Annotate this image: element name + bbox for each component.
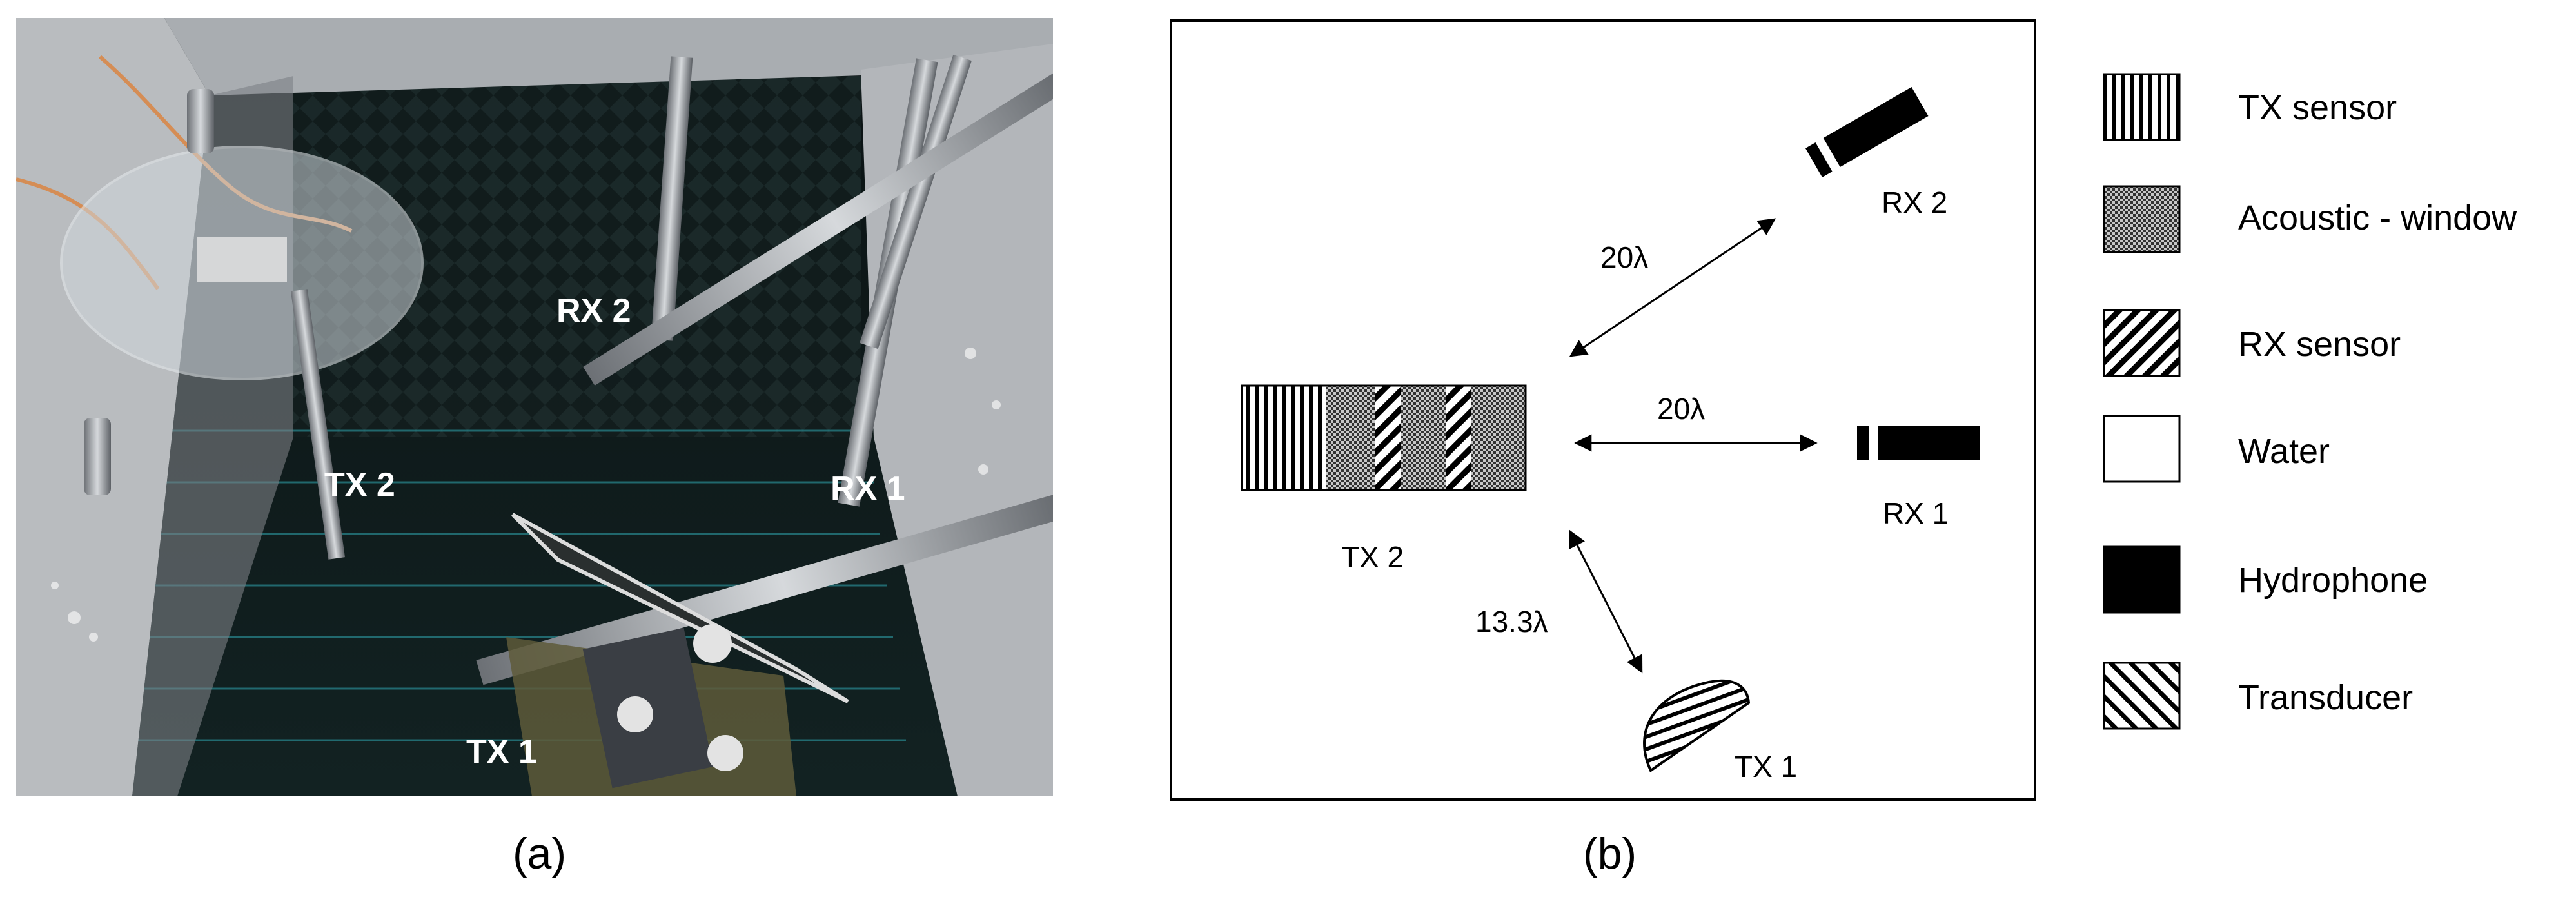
legend-swatch-tx-sensor: [2103, 73, 2181, 141]
diagram-label-tx1: TX 1: [1735, 750, 1797, 783]
tx1-mount: [582, 624, 743, 789]
legend-label-hydrophone: Hydrophone: [2238, 561, 2428, 600]
caption-b: (b): [1583, 829, 1637, 878]
photo-label-rx1: RX 1: [831, 470, 905, 507]
legend-label-water: Water: [2238, 432, 2330, 471]
disc-center-plate: [197, 237, 287, 282]
top-frame: [164, 18, 1053, 95]
caption-a: (a): [513, 829, 567, 878]
clamp-left: [84, 418, 111, 495]
legend-label-acoustic-window: Acoustic - window: [2238, 199, 2517, 237]
legend-label-rx-sensor: RX sensor: [2238, 325, 2401, 364]
rx1-hydrophone: [1857, 426, 1980, 460]
photo-panel: RX 2 TX 2 RX 1 TX 1: [16, 18, 1053, 796]
arrow-tx2-rx2: [1569, 218, 1776, 357]
tx1-transducer: [1643, 679, 1751, 772]
distance-label-rx2: 20λ: [1600, 241, 1648, 274]
tx2-sensor: [1241, 384, 1527, 491]
rx2-hydrophone: [1805, 87, 1929, 178]
legend-swatch-rx-sensor: [2103, 309, 2181, 377]
legend-swatch-hydrophone: [2103, 545, 2181, 614]
arrow-tx2-tx1: [1569, 529, 1643, 674]
bar-upper: [583, 59, 1053, 386]
legend: TX sensor Acoustic - window RX sensor Wa…: [2103, 73, 2517, 730]
legend-swatch-acoustic-window: [2103, 185, 2181, 253]
rod-tx2: [290, 289, 346, 560]
photo-label-tx2: TX 2: [324, 466, 395, 504]
diagram-label-tx2: TX 2: [1341, 540, 1404, 574]
diagram-label-rx1: RX 1: [1883, 496, 1949, 530]
distance-label-rx1: 20λ: [1657, 392, 1705, 426]
legend-label-tx-sensor: TX sensor: [2238, 88, 2397, 127]
water-droplets: [51, 348, 1001, 642]
tank-photo: [16, 18, 1053, 796]
diagram-label-rx2: RX 2: [1882, 186, 1947, 219]
legend-swatch-water: [2103, 415, 2181, 483]
photo-label-tx1: TX 1: [466, 733, 537, 771]
legend-label-transducer: Transducer: [2238, 678, 2413, 717]
distance-label-tx1: 13.3λ: [1475, 605, 1548, 638]
reflector-plate: [511, 513, 849, 703]
rod-rx2: [651, 56, 693, 341]
legend-swatch-transducer: [2103, 662, 2181, 730]
bar-lower: [476, 486, 1053, 685]
clamp-top: [187, 89, 214, 153]
photo-label-rx2: RX 2: [556, 292, 631, 329]
rod-right: [860, 54, 972, 349]
